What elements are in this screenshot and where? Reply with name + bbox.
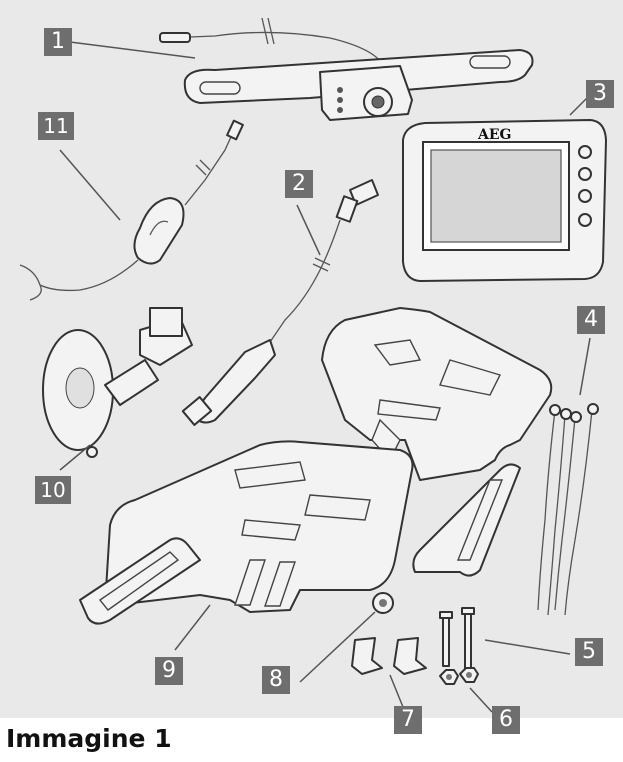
clips — [351, 637, 427, 675]
nuts — [439, 667, 479, 685]
callout-badge-4: 4 — [577, 306, 605, 334]
callout-badge-10: 10 — [35, 476, 71, 504]
callout-badge-9: 9 — [155, 657, 183, 685]
suction-mount — [42, 307, 193, 458]
monitor: AEG — [402, 119, 607, 282]
callout-badge-2: 2 — [285, 170, 313, 198]
callout-badge-1: 1 — [44, 28, 72, 56]
callout-badge-6: 6 — [492, 706, 520, 734]
callout-badge-11: 11 — [38, 112, 74, 140]
license-plate-camera — [159, 17, 534, 121]
car-charger-cable — [181, 179, 379, 426]
washer-nut — [372, 592, 394, 614]
monitor-brand: AEG — [477, 127, 512, 143]
mounting-plates — [79, 307, 553, 625]
cable-ties — [537, 403, 599, 616]
callout-badge-5: 5 — [575, 638, 603, 666]
callout-badge-3: 3 — [586, 80, 614, 108]
callout-badge-8: 8 — [262, 666, 290, 694]
callout-badge-7: 7 — [394, 706, 422, 734]
power-cable-with-switch — [19, 119, 244, 301]
figure-caption: Immagine 1 — [6, 724, 172, 753]
